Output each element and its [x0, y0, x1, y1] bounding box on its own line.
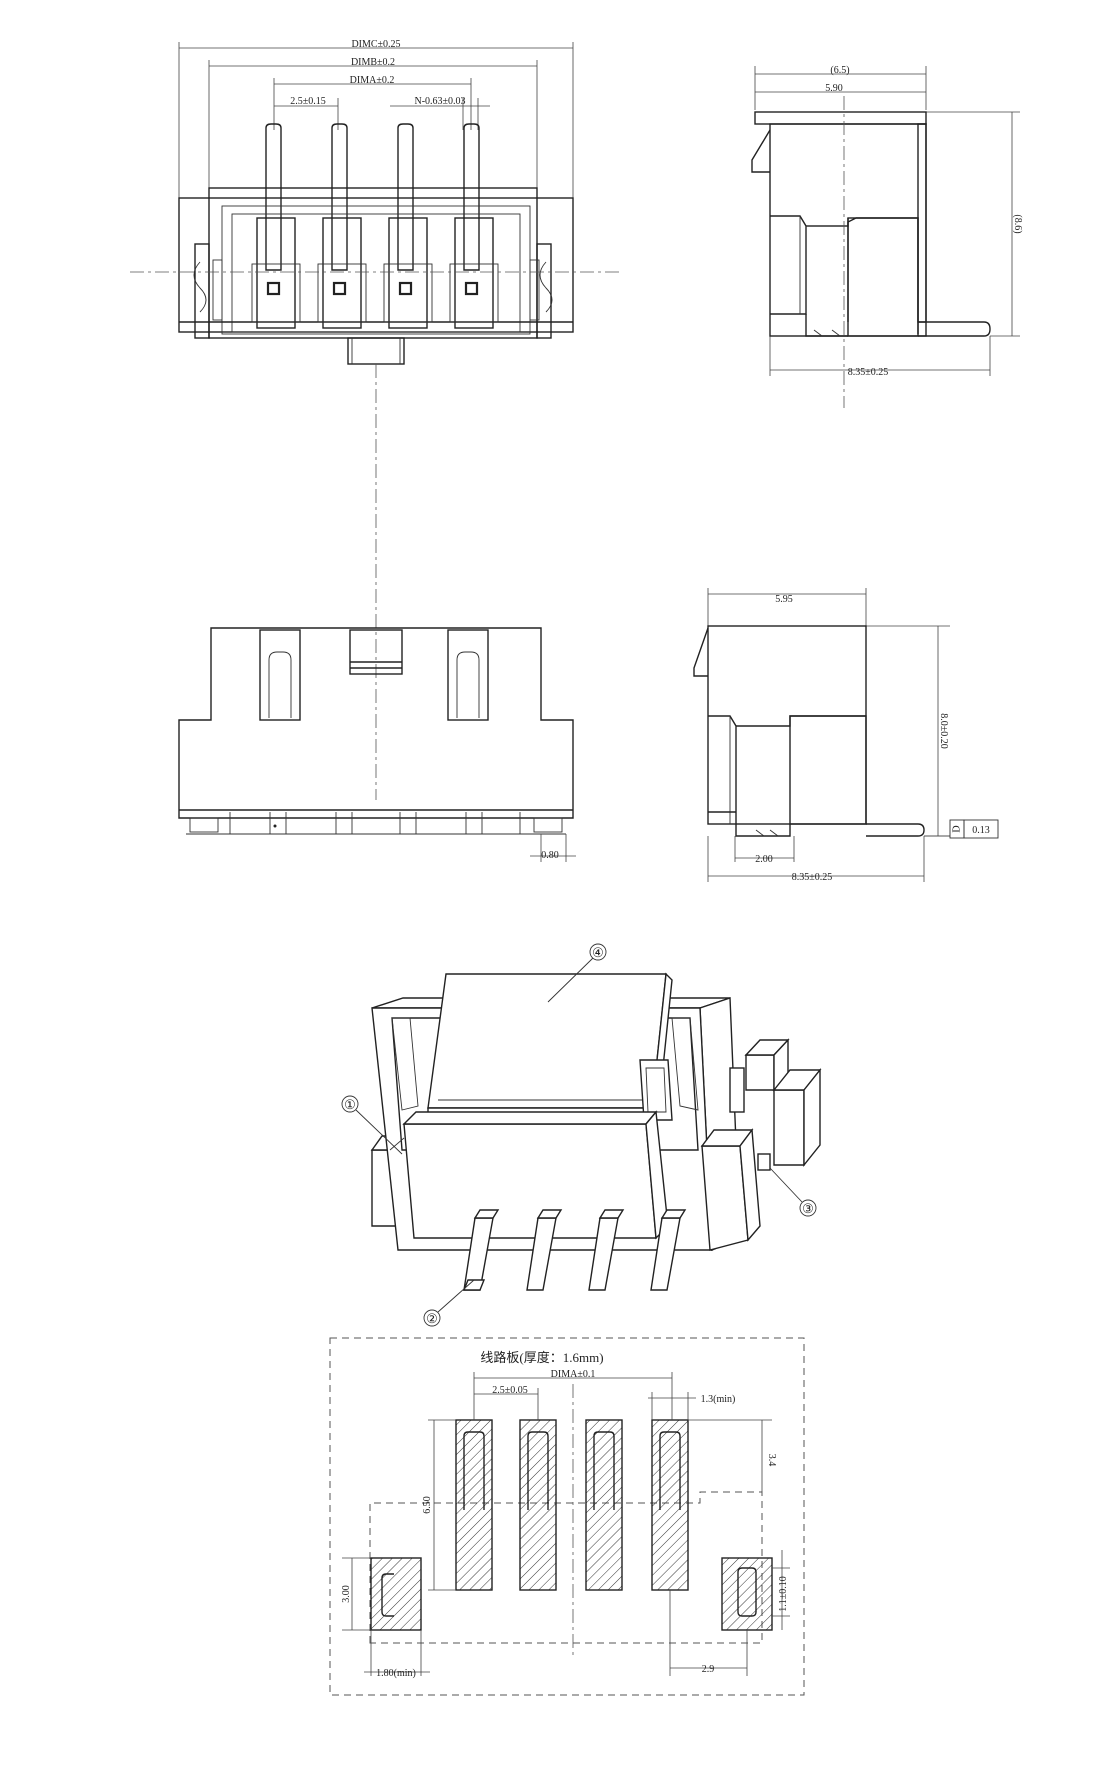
front-view: DIMC±0.25 DIMB±0.2 DIMA±0.2 2.5±0.15 N-0…: [130, 39, 622, 800]
pcb-pad-length: 6.50: [422, 1496, 433, 1514]
front-view-pins: [265, 123, 480, 271]
body-width-label: 5.90: [825, 83, 843, 94]
pitch-label: 2.5±0.15: [290, 96, 326, 107]
height-label-bottom: 8.0±0.20: [938, 713, 949, 749]
length-label: 8.35±0.25: [848, 367, 889, 378]
dim-a-label: DIMA±0.2: [350, 75, 395, 86]
pcb-layout: 线路板(厚度：1.6mm) DIMA±0.1: [329, 1337, 805, 1696]
side-view-bottom-body: [693, 625, 925, 837]
side-view-bottom: 5.95 8.0±0.20 8.35±0.25 2.00 D 0.13: [693, 588, 999, 883]
pcb-tab-height: 3.00: [341, 1585, 352, 1603]
callout-4: ④: [592, 945, 604, 960]
isometric-view: ④ ① ③ ②: [341, 943, 822, 1327]
pcb-dimensions: DIMA±0.1 2.5±0.05 1.3(min) 6.50 3.4 3.00…: [341, 1369, 790, 1679]
tail-length-label: 0.80: [541, 850, 559, 861]
dim-b-label: DIMB±0.2: [351, 57, 395, 68]
callouts: ④ ① ③ ②: [341, 943, 817, 1327]
side-view-top-dimensions: (6.5) 5.90 (8.6) 8.35±0.25: [754, 65, 1023, 378]
pcb-pads: [370, 1419, 773, 1631]
pcb-title: 线路板(厚度：1.6mm): [480, 1350, 603, 1365]
pcb-tab-gap: 2.9: [702, 1664, 715, 1675]
pcb-pad-gap: 1.3(min): [701, 1394, 736, 1405]
side-view-top: (6.5) 5.90 (8.6) 8.35±0.25: [751, 65, 1023, 408]
coplanarity-symbol: D: [951, 825, 962, 832]
pcb-dim-a: DIMA±0.1: [551, 1369, 596, 1380]
pcb-pitch: 2.5±0.05: [492, 1385, 528, 1396]
length-label-bottom: 8.35±0.25: [792, 872, 833, 883]
side-view-top-body: [751, 96, 991, 408]
coplanarity-value: 0.13: [972, 825, 990, 836]
callout-3: ③: [802, 1201, 814, 1216]
height-label: (8.6): [1012, 214, 1023, 233]
pcb-tab-offset: 1.1±0.10: [778, 1576, 789, 1612]
pcb-tab-width: 1.80(min): [376, 1668, 416, 1679]
front-view-dimensions: DIMC±0.25 DIMB±0.2 DIMA±0.2 2.5±0.15 N-0…: [178, 39, 574, 198]
pcb-pad-extent: 3.4: [766, 1454, 777, 1467]
side-view-bottom-dimensions: 5.95 8.0±0.20 8.35±0.25 2.00 D 0.13: [707, 588, 999, 883]
overall-width-label: (6.5): [830, 65, 849, 76]
pin-width-label: N-0.63±0.03: [414, 96, 465, 107]
body-width-label-bottom: 5.95: [775, 594, 793, 605]
callout-1: ①: [344, 1097, 356, 1112]
bottom-view: 0.80: [178, 627, 576, 862]
front-view-housing: [178, 187, 574, 365]
callout-2: ②: [426, 1311, 438, 1326]
dim-c-label: DIMC±0.25: [351, 39, 400, 50]
offset-label: 2.00: [755, 854, 773, 865]
